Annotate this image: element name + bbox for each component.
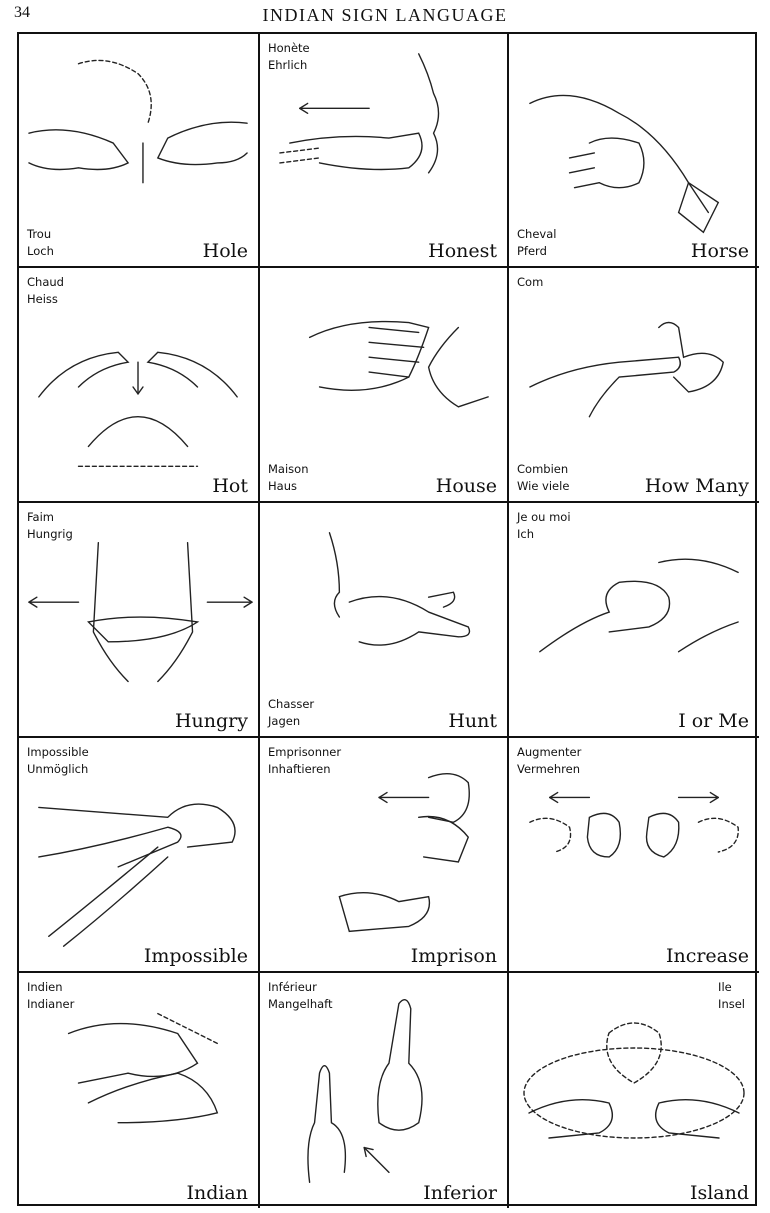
page-number: 34 [14,4,30,21]
translation-labels: Maison Haus [268,461,308,495]
translation-labels: Emprisonner Inhaftieren [268,744,341,778]
translation-labels: Augmenter Vermehren [517,744,581,778]
interlocked-fingers-icon [260,268,507,501]
crossed-wrists-icon [260,738,507,971]
sign-word: Hungry [174,710,248,732]
french-label: Honète [268,41,310,55]
hand-from-mouth-forward-icon [260,34,507,266]
hand-across-stomach-icon [19,503,258,736]
fists-moving-apart-icon [509,738,759,971]
two-index-fingers-pointing-hole-icon [19,34,258,266]
sign-cell-house: Maison Haus House [260,268,509,503]
sign-cell-imprison: Emprisonner Inhaftieren Imprison [260,738,509,973]
translation-labels: Je ou moi Ich [517,509,571,543]
translation-labels: Ile Insel [718,979,745,1013]
german-label: Ich [517,527,535,541]
french-label: Chasser [268,697,315,711]
french-label: Ile [718,980,732,994]
german-label: Hungrig [27,527,73,541]
sign-cell-honest: Honète Ehrlich Honest [260,34,509,268]
sign-word: Impossible [143,945,248,967]
counting-fingers-icon [509,268,759,501]
hands-over-head-icon [19,268,258,501]
top-note: Com [517,275,544,289]
french-label: Trou [27,227,52,241]
hands-circling-icon [509,973,759,1208]
translation-labels: Chaud Heiss [27,274,64,308]
sign-grid: Trou Loch Hole Honète Ehrlich Honest Che… [17,32,759,1208]
german-label: Pferd [517,244,547,258]
sign-word: How Many [644,475,749,497]
french-label: Faim [27,510,55,524]
sign-word: House [435,475,497,497]
fist-to-chest-icon [509,503,759,736]
sign-cell-hungry: Faim Hungrig Hungry [19,503,260,738]
sign-word: Hole [202,240,248,262]
french-label: Cheval [517,227,557,241]
translation-labels: Indien Indianer [27,979,74,1013]
sign-word: Hunt [448,710,497,732]
sign-word: Island [689,1182,749,1204]
french-label: Chaud [27,275,64,289]
translation-labels: Inférieur Mangelhaft [268,979,333,1013]
sign-cell-indian: Indien Indianer Indian [19,973,260,1208]
translation-labels: Chasser Jagen [268,696,314,730]
pointing-hand-near-face-icon [260,503,507,736]
french-label: Impossible [27,745,89,759]
german-label: Heiss [27,292,58,306]
german-label: Vermehren [517,762,580,776]
sign-cell-how-many: Com Combien Wie viele How Many [509,268,759,503]
sign-word: Honest [428,240,497,262]
french-label: Augmenter [517,745,582,759]
sign-cell-impossible: Impossible Unmöglich Impossible [19,738,260,973]
sign-word: Indian [186,1182,248,1204]
sign-cell-horse: Cheval Pferd Horse [509,34,759,268]
translation-labels: Faim Hungrig [27,509,73,543]
sign-word: Increase [665,945,749,967]
sign-word: Horse [690,240,749,262]
translation-labels: Cheval Pferd [517,226,556,260]
sign-cell-hunt: Chasser Jagen Hunt [260,503,509,738]
french-label: Combien [517,462,569,476]
french-label: Je ou moi [517,510,571,524]
french-label: Maison [268,462,309,476]
translation-labels: Trou Loch [27,226,54,260]
german-label: Inhaftieren [268,762,331,776]
hand-striking-hand-icon [19,738,258,971]
sign-word: Imprison [410,945,497,967]
rubbing-hand-back-icon [19,973,258,1208]
german-label: Insel [718,997,745,1011]
sign-cell-island: Ile Insel Island [509,973,759,1208]
straddling-fingers-hand-icon [509,34,759,266]
sign-word: I or Me [678,710,749,732]
translation-labels: Combien Wie viele [517,461,569,495]
translation-labels: Honète Ehrlich [268,40,310,74]
sign-cell-inferior: Inférieur Mangelhaft Inferior [260,973,509,1208]
german-label: Loch [27,244,54,258]
german-label: Indianer [27,997,75,1011]
german-label: Ehrlich [268,58,308,72]
sign-cell-hole: Trou Loch Hole [19,34,260,268]
raised-index-fingers-icon [260,973,507,1208]
sign-word: Hot [212,475,248,497]
sign-cell-hot: Chaud Heiss Hot [19,268,260,503]
french-label: Indien [27,980,63,994]
sign-cell-increase: Augmenter Vermehren Increase [509,738,759,973]
german-label: Wie viele [517,479,570,493]
french-label: Emprisonner [268,745,342,759]
sign-word: Inferior [423,1182,497,1204]
german-label: Mangelhaft [268,997,333,1011]
translation-labels: Impossible Unmöglich [27,744,89,778]
page-title: INDIAN SIGN LANGUAGE [262,5,508,25]
german-label: Jagen [268,714,301,728]
german-label: Haus [268,479,297,493]
german-label: Unmöglich [27,762,89,776]
sign-cell-i-or-me: Je ou moi Ich I or Me [509,503,759,738]
french-label: Inférieur [268,980,317,994]
